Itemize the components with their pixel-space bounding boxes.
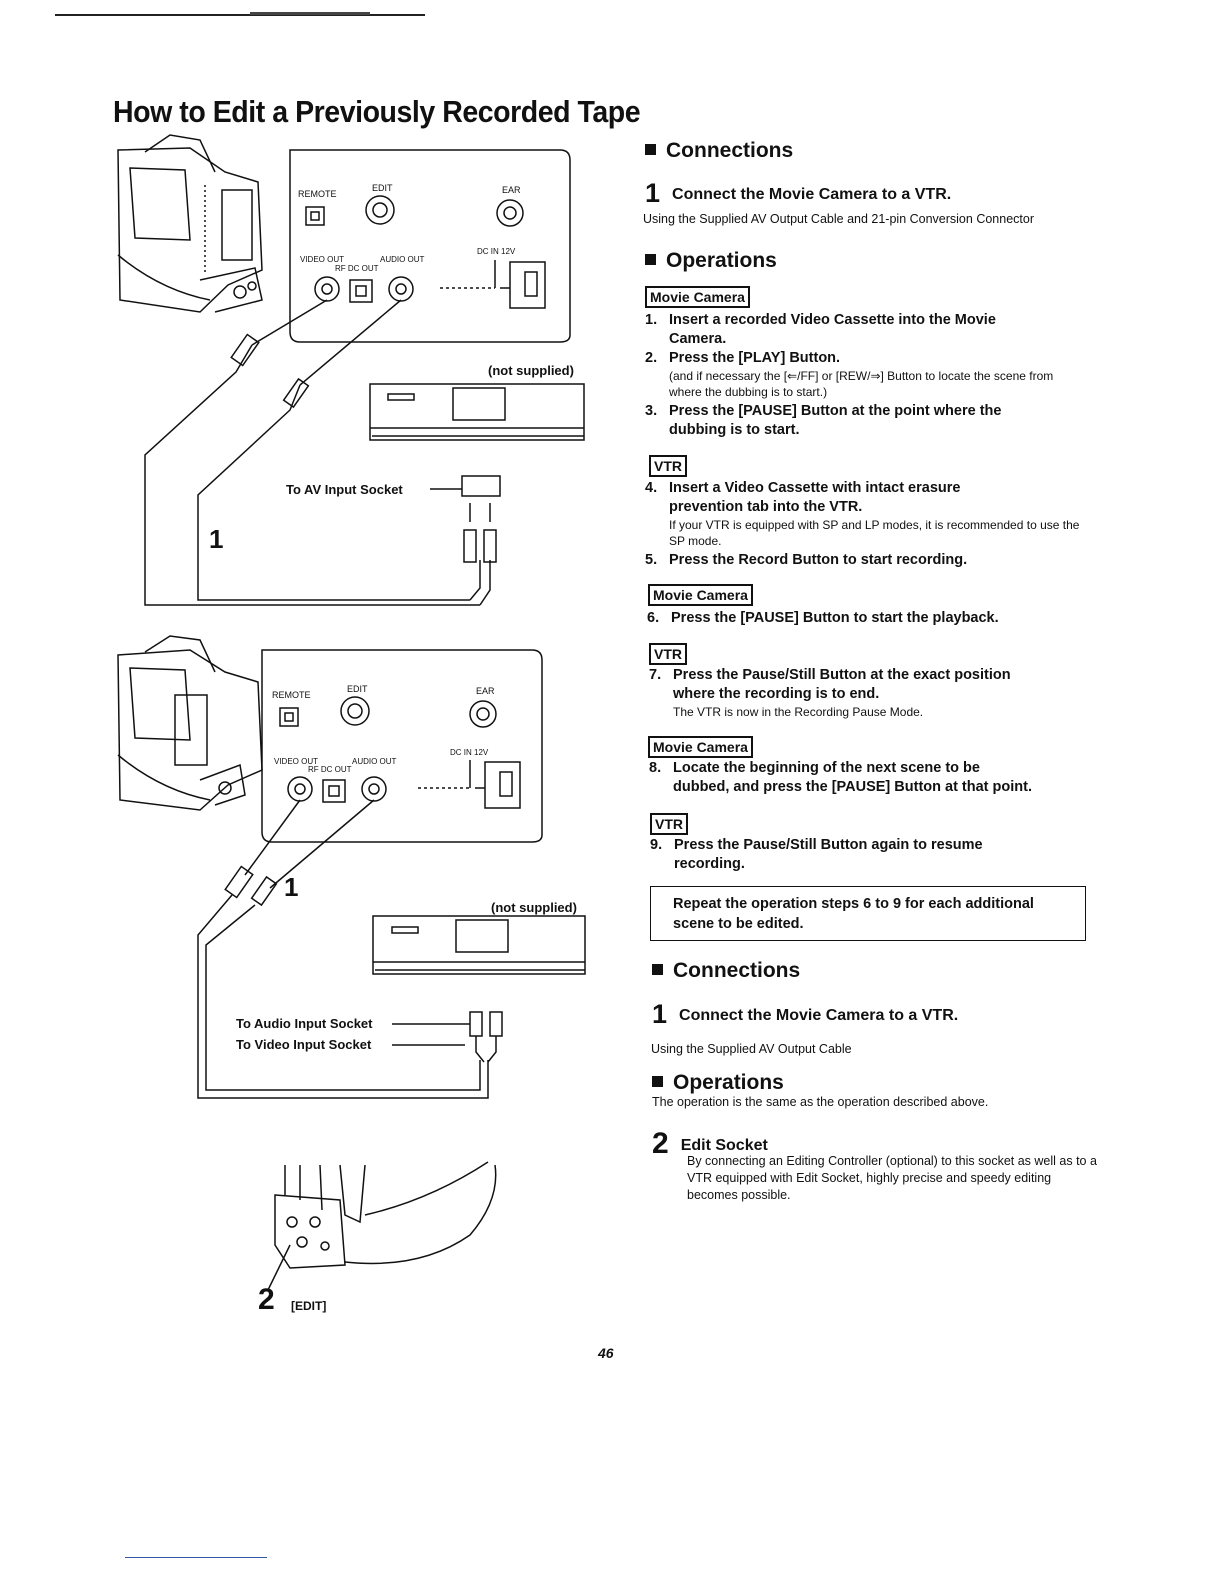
callout-1-top: 1: [209, 524, 224, 554]
vtr-deck-top: [369, 383, 585, 441]
jack-label-remote-top: REMOTE: [298, 189, 337, 199]
page-number: 46: [598, 1345, 614, 1361]
bullet-square-icon: [652, 964, 663, 975]
label-vtr-1: VTR: [649, 455, 687, 477]
edit-socket-note: By connecting an Editing Controller (opt…: [687, 1154, 1097, 1202]
label-vtr-3: VTR: [650, 813, 688, 835]
jack-label-dc-in-top: DC IN 12V: [477, 247, 516, 256]
rca-plugs-middle: [392, 1011, 503, 1063]
repeat-note-box: Repeat the operation steps 6 to 9 for ea…: [650, 886, 1086, 941]
connection-note-1: Using the Supplied AV Output Cable and 2…: [643, 212, 1034, 226]
operations-note-2: The operation is the same as the operati…: [652, 1095, 989, 1109]
camera-edit-socket-illustration: [267, 1161, 497, 1291]
connections-heading-2: Connections: [652, 959, 800, 983]
jack-label-audio-out-middle: AUDIO OUT: [352, 757, 397, 766]
op-step-3: 3.Press the [PAUSE] Button at the point …: [645, 403, 1002, 438]
jack-label-rf-dc-out-middle: RF DC OUT: [308, 765, 352, 774]
camera-illustration-top: [117, 134, 263, 313]
op-step-6: 6.Press the [PAUSE] Button to start the …: [647, 610, 999, 626]
label-movie-camera-2: Movie Camera: [648, 584, 753, 606]
jack-label-remote-middle: REMOTE: [272, 690, 311, 700]
jack-panel-middle: [261, 649, 543, 843]
op-step-1: 1.Insert a recorded Video Cassette into …: [645, 312, 996, 347]
callout-1-middle: 1: [284, 872, 299, 902]
op-step-2: 2.Press the [PLAY] Button.(and if necess…: [645, 350, 1054, 399]
callout-2: 2: [258, 1283, 275, 1316]
operations-heading-1: Operations: [645, 249, 777, 273]
jack-label-dc-in-middle: DC IN 12V: [450, 748, 489, 757]
jack-label-edit-top: EDIT: [372, 183, 393, 193]
edit-socket-label: [EDIT]: [291, 1299, 327, 1313]
scan-line-top-thick: [250, 12, 370, 15]
op-step-9: 9.Press the Pause/Still Button again to …: [650, 837, 983, 872]
label-movie-camera-1: Movie Camera: [645, 286, 750, 308]
op-step-4: 4.Insert a Video Cassette with intact er…: [645, 480, 1080, 548]
jack-label-edit-middle: EDIT: [347, 684, 368, 694]
jack-label-video-out-top: VIDEO OUT: [300, 255, 345, 264]
op-step-7: 7.Press the Pause/Still Button at the ex…: [649, 667, 1011, 719]
op-step-5: 5.Press the Record Button to start recor…: [645, 552, 968, 568]
jack-label-rf-dc-out-top: RF DC OUT: [335, 264, 379, 273]
jack-label-ear-top: EAR: [502, 185, 521, 195]
label-movie-camera-3: Movie Camera: [648, 736, 753, 758]
jack-label-audio-out-top: AUDIO OUT: [380, 255, 425, 264]
jack-label-video-out-middle: VIDEO OUT: [274, 757, 319, 766]
operations-heading-2: Operations: [652, 1071, 784, 1095]
not-supplied-label-top: (not supplied): [488, 363, 574, 378]
audio-input-socket-label: To Audio Input Socket: [236, 1016, 373, 1031]
scart-connector-top: [430, 475, 501, 563]
camera-illustration-middle: [117, 635, 263, 811]
connections-heading-1: Connections: [645, 139, 793, 163]
vtr-deck-middle: [372, 915, 586, 975]
jack-label-ear-middle: EAR: [476, 686, 495, 696]
bullet-square-icon: [645, 254, 656, 265]
op-step-8: 8.Locate the beginning of the next scene…: [649, 760, 1032, 795]
scan-line-top: [55, 14, 425, 16]
page-title: How to Edit a Previously Recorded Tape: [113, 94, 641, 129]
label-vtr-2: VTR: [649, 643, 687, 665]
jack-panel-top: [289, 149, 571, 343]
connection-note-2: Using the Supplied AV Output Cable: [651, 1042, 852, 1056]
av-input-socket-label: To AV Input Socket: [286, 482, 403, 497]
cable-middle: [197, 799, 489, 1099]
scan-line-bottom: [125, 1557, 267, 1558]
not-supplied-label-middle: (not supplied): [491, 900, 577, 915]
bullet-square-icon: [645, 144, 656, 155]
bullet-square-icon: [652, 1076, 663, 1087]
cable-top: [144, 299, 491, 606]
video-input-socket-label: To Video Input Socket: [236, 1037, 372, 1052]
